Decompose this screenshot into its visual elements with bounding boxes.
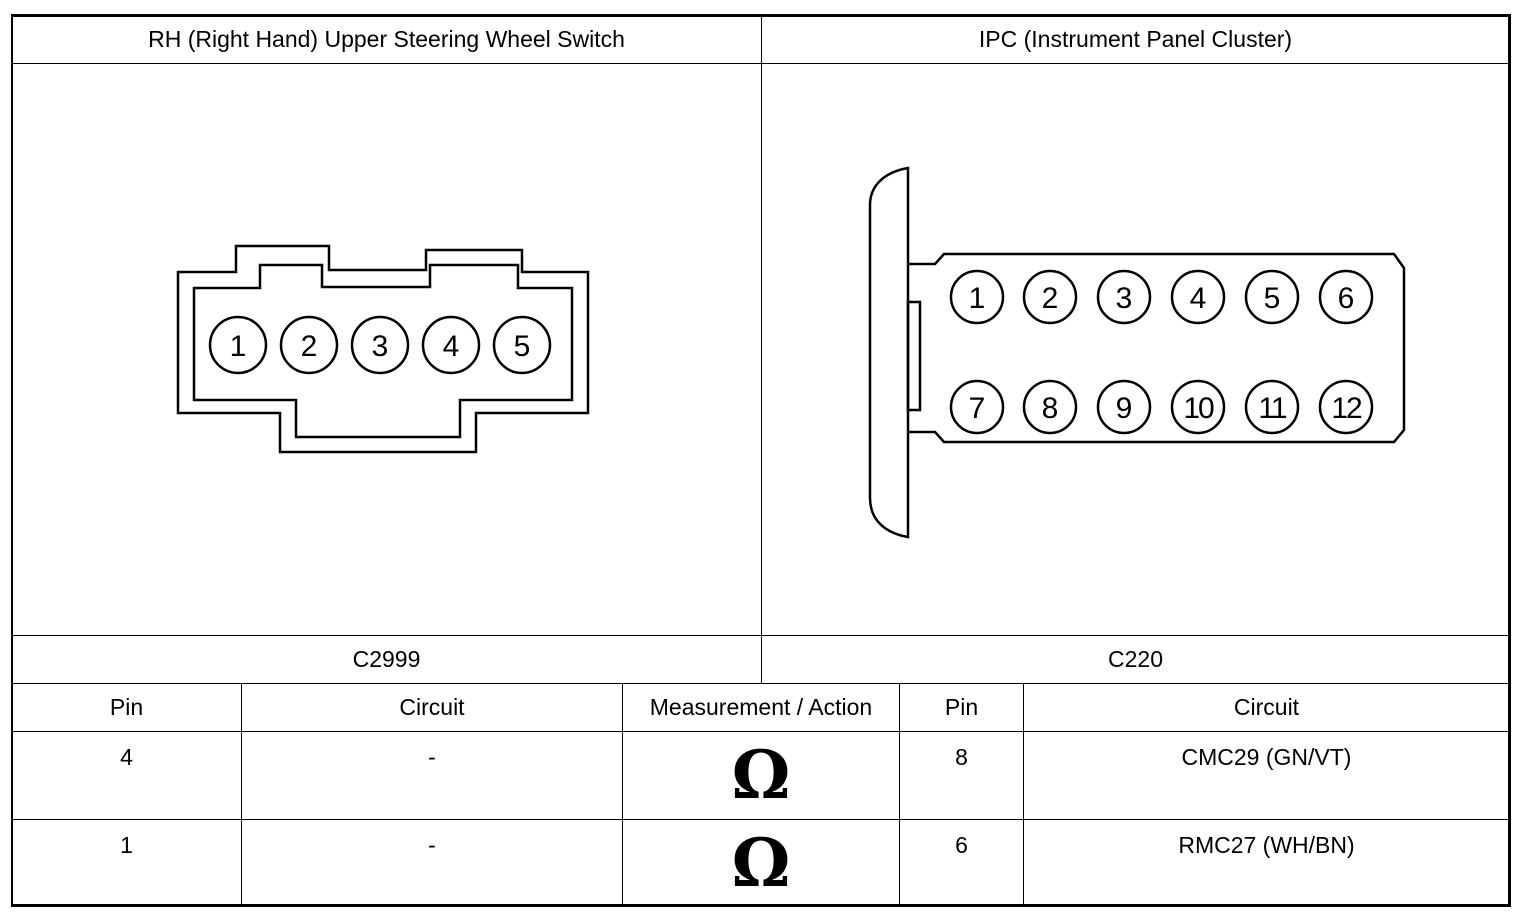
- header-pin-a: Pin: [109, 694, 144, 720]
- divider: [761, 16, 762, 684]
- row1-pin-b: 8: [955, 744, 968, 770]
- c220-pin-3: 3: [1096, 269, 1152, 325]
- svg-text:7: 7: [969, 392, 986, 425]
- c220-pin-8: 8: [1022, 379, 1078, 435]
- svg-text:1: 1: [230, 330, 247, 363]
- divider: [12, 63, 1509, 64]
- svg-text:9: 9: [1116, 392, 1133, 425]
- c220-pin-1: 1: [949, 269, 1005, 325]
- c220-pin-11: 11: [1244, 379, 1300, 435]
- c220-pin-5: 5: [1244, 269, 1300, 325]
- c220-pin-6: 6: [1318, 269, 1374, 325]
- svg-text:6: 6: [1338, 282, 1355, 315]
- svg-text:12: 12: [1331, 392, 1362, 425]
- divider: [12, 683, 1509, 684]
- c2999-pin-2: 2: [279, 315, 339, 375]
- header-measurement: Measurement / Action: [649, 694, 873, 720]
- svg-text:2: 2: [301, 330, 318, 363]
- row2-circuit-a: -: [428, 832, 436, 858]
- header-circuit-b: Circuit: [1233, 694, 1300, 720]
- row2-circuit-b: RMC27 (WH/BN): [1178, 832, 1355, 858]
- svg-text:8: 8: [1042, 392, 1059, 425]
- svg-text:3: 3: [1116, 282, 1133, 315]
- row2-pin-b: 6: [955, 832, 968, 858]
- svg-text:10: 10: [1183, 392, 1214, 425]
- row1-pin-a: 4: [120, 744, 133, 770]
- c2999-pin-1: 1: [208, 315, 268, 375]
- divider: [1023, 684, 1024, 905]
- c220-pin-10: 10: [1170, 379, 1226, 435]
- row1-circuit-a: -: [428, 744, 436, 770]
- svg-text:4: 4: [1190, 282, 1207, 315]
- divider: [12, 635, 1509, 636]
- divider: [241, 684, 242, 905]
- divider: [899, 684, 900, 905]
- svg-text:5: 5: [1264, 282, 1281, 315]
- svg-text:11: 11: [1258, 392, 1286, 425]
- divider: [12, 819, 1509, 820]
- left-connector-name: C2999: [352, 646, 421, 672]
- svg-text:2: 2: [1042, 282, 1059, 315]
- left-connector-title: RH (Right Hand) Upper Steering Wheel Swi…: [148, 26, 625, 52]
- header-circuit-a: Circuit: [399, 694, 465, 720]
- c220-pin-4: 4: [1170, 269, 1226, 325]
- header-pin-b: Pin: [944, 694, 979, 720]
- c220-pin-12: 12: [1318, 379, 1374, 435]
- c220-pin-2: 2: [1022, 269, 1078, 325]
- diagram-frame: [11, 14, 1511, 907]
- ohm-icon: Ω: [731, 824, 791, 902]
- ohm-icon: Ω: [731, 736, 791, 814]
- c220-pin-7: 7: [949, 379, 1005, 435]
- svg-text:3: 3: [372, 330, 389, 363]
- divider: [622, 684, 623, 905]
- c2999-pin-3: 3: [350, 315, 410, 375]
- right-connector-name: C220: [1108, 646, 1163, 672]
- svg-text:4: 4: [443, 330, 460, 363]
- right-connector-title: IPC (Instrument Panel Cluster): [978, 26, 1293, 52]
- c2999-pin-4: 4: [421, 315, 481, 375]
- row2-pin-a: 1: [120, 832, 133, 858]
- svg-text:5: 5: [514, 330, 531, 363]
- divider: [12, 731, 1509, 732]
- c2999-pin-5: 5: [492, 315, 552, 375]
- c220-pin-9: 9: [1096, 379, 1152, 435]
- row1-circuit-b: CMC29 (GN/VT): [1181, 744, 1352, 770]
- svg-text:1: 1: [969, 282, 986, 315]
